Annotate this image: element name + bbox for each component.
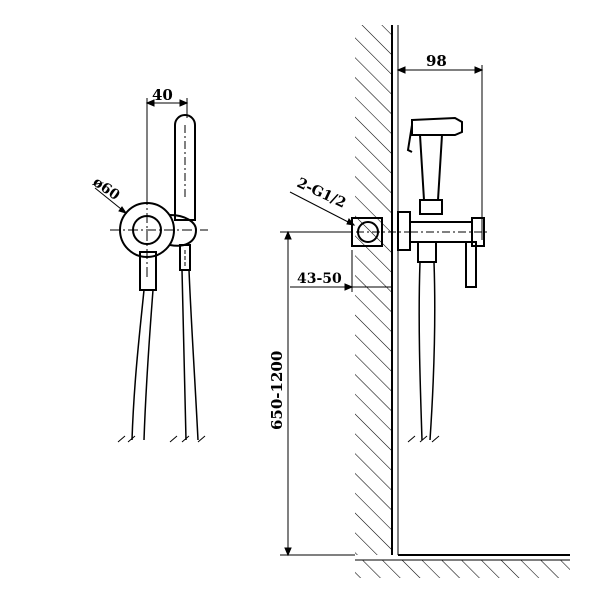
front-view <box>94 98 208 443</box>
label-width: 40 <box>152 86 173 104</box>
dim-depth-98 <box>396 65 484 240</box>
dim-width-40 <box>145 98 189 205</box>
dim-offset <box>290 250 392 292</box>
hand-shower <box>406 116 463 215</box>
dim-diameter-leader <box>94 187 128 214</box>
shower-holder-bar <box>174 114 196 221</box>
label-depth: 98 <box>426 52 447 70</box>
hoses-front <box>131 269 199 441</box>
side-view <box>280 25 570 578</box>
wall-section <box>355 25 392 555</box>
label-thread: 2-G1/2 <box>294 175 348 212</box>
hoses-side <box>418 261 436 441</box>
dim-height <box>280 230 355 557</box>
wall-flange <box>110 195 208 280</box>
floor-section <box>355 560 570 578</box>
valve-body <box>397 211 490 288</box>
label-diameter: ø60 <box>90 174 123 204</box>
label-height: 650-1200 <box>268 351 286 430</box>
label-offset: 43-50 <box>297 271 342 287</box>
